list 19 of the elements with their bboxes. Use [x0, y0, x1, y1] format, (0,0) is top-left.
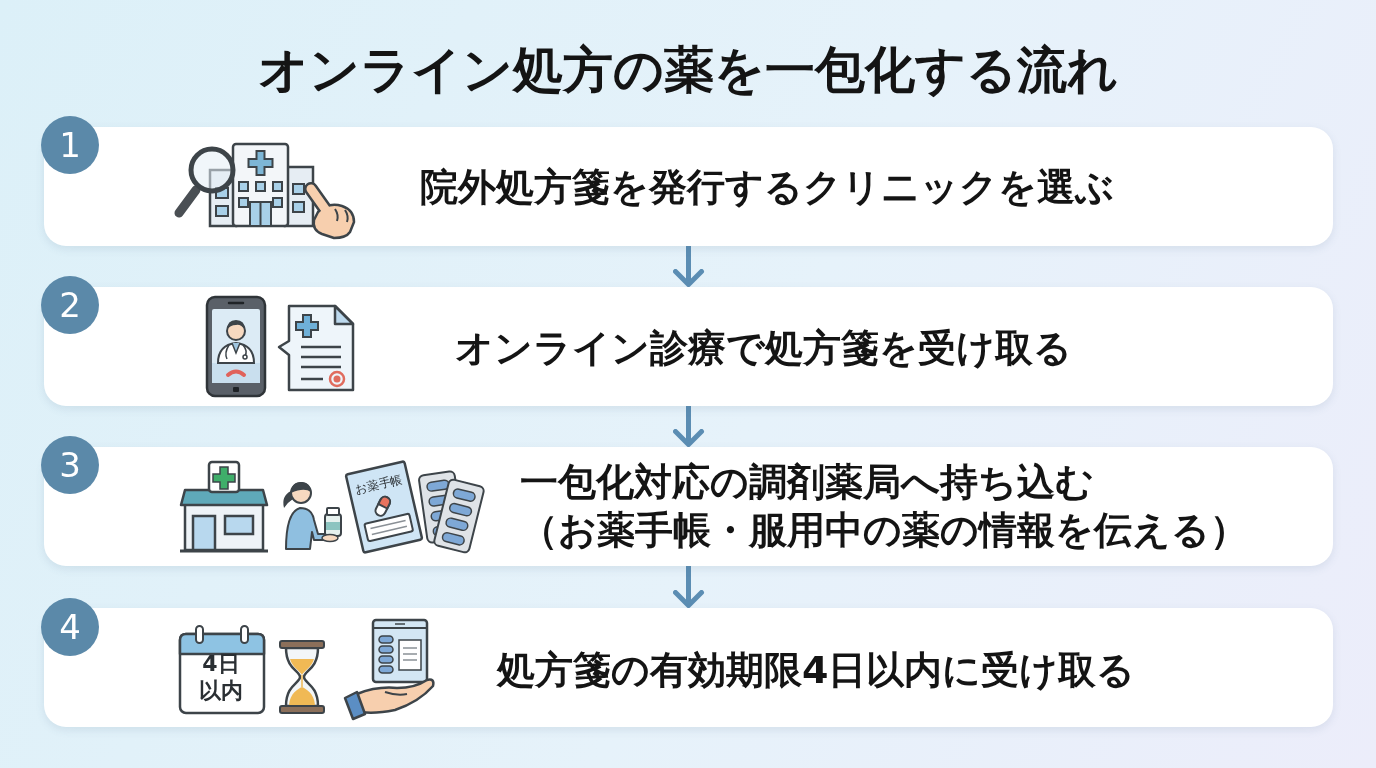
step-text: 院外処方箋を発行するクリニックを選ぶ [420, 164, 1114, 210]
arrow [673, 406, 704, 447]
step-card [44, 447, 1333, 566]
notebook-title: お薬手帳 [354, 473, 404, 497]
title: オンライン処方の薬を一包化する流れ [258, 40, 1118, 101]
step-text: 処方箋の有効期限4日以内に受け取る [497, 647, 1136, 693]
step-card [44, 127, 1333, 246]
arrow [673, 246, 704, 287]
step-card [44, 287, 1333, 406]
number-circle: 2 [41, 276, 99, 334]
arrow [673, 566, 704, 608]
step-text: 一包化対応の調剤薬局へ持ち込む [520, 459, 1094, 505]
number-circle: 4 [41, 598, 99, 656]
step-text: （お薬手帳・服用中の薬の情報を伝える） [520, 507, 1248, 553]
step-text: オンライン診療で処方箋を受け取る [455, 325, 1072, 371]
calendar-text: 4日以内 [198, 650, 244, 704]
number-circle: 3 [41, 436, 99, 494]
number-circle: 1 [41, 116, 99, 174]
step-card [44, 608, 1333, 727]
